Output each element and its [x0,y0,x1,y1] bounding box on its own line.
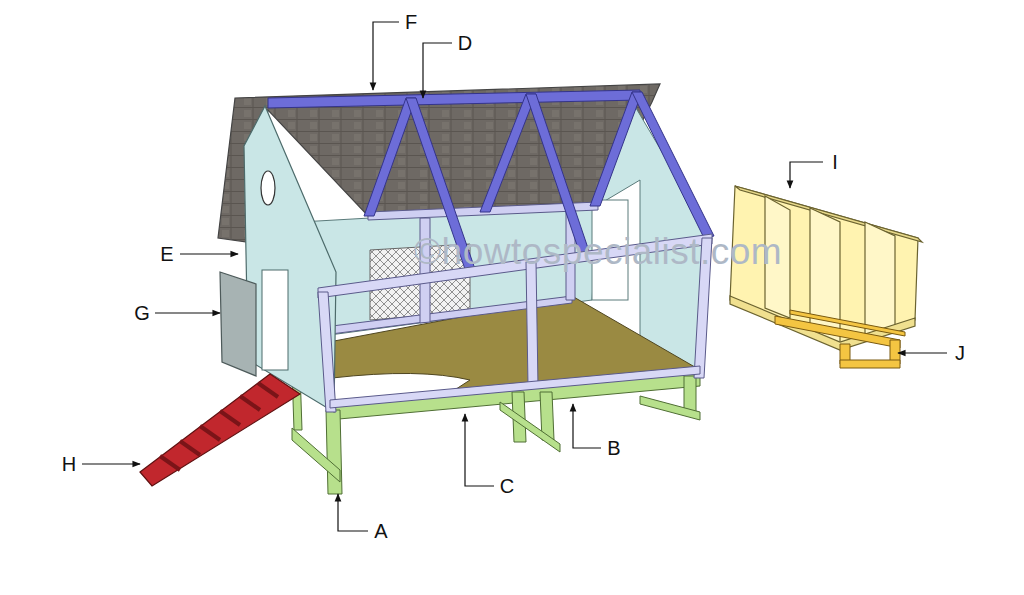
callout-letter: I [832,152,838,172]
callout-letter: A [374,521,387,541]
callout-letter: F [405,12,417,32]
callout-letter: G [134,303,150,323]
callout-letter: D [458,33,472,53]
callout-letter: J [955,343,965,363]
callout-letter: H [62,454,76,474]
callout-letter: E [160,244,173,264]
callout-letter: C [500,476,514,496]
watermark: ©howtospecialist.com [414,233,782,270]
callout-letter: B [607,438,620,458]
